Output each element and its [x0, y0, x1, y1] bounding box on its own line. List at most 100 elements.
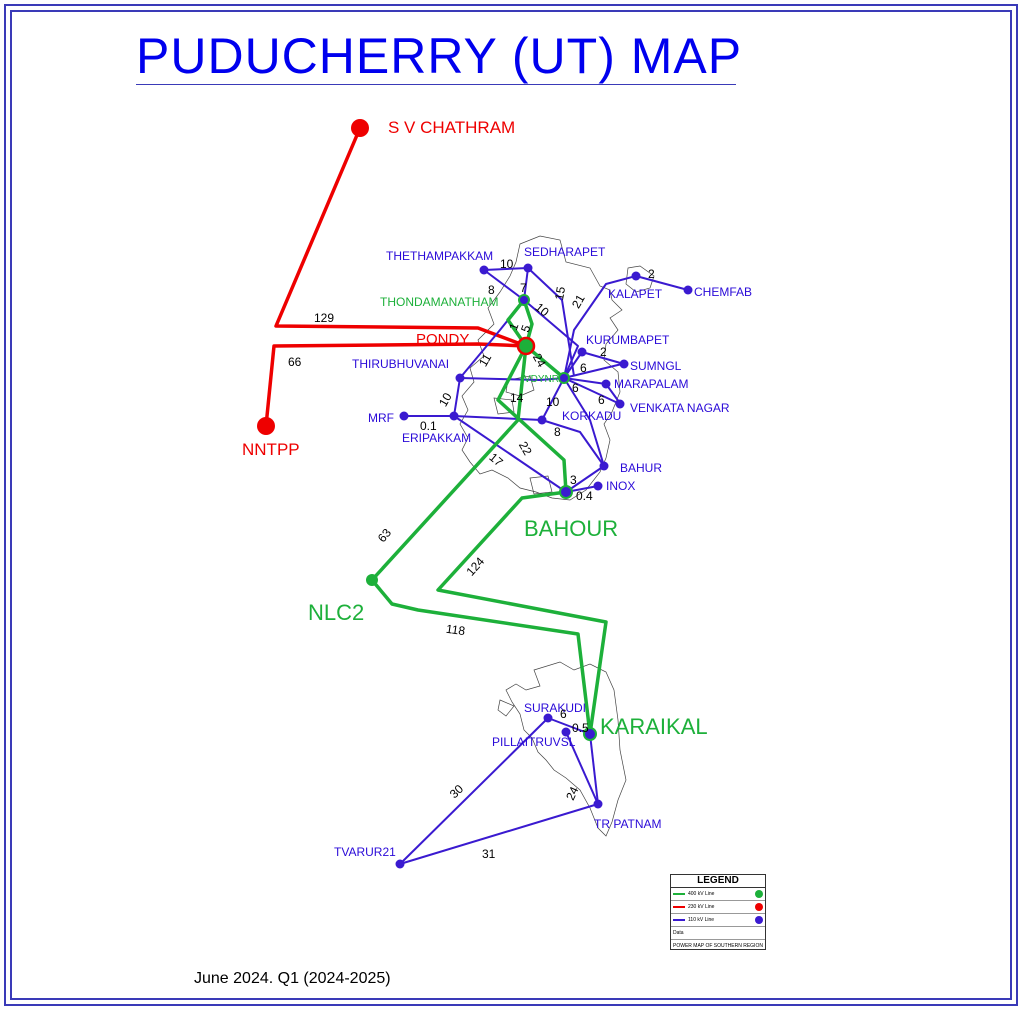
label-eripakkam: ERIPAKKAM — [402, 431, 471, 445]
label-trpatnam: TR PATNAM — [594, 817, 662, 831]
dist-surakudi-karaikal: 6 — [560, 707, 567, 721]
legend-swatch-400kv — [673, 893, 685, 895]
label-nlc2: NLC2 — [308, 600, 364, 625]
station-korkadu — [537, 415, 547, 425]
station-tvarur21 — [395, 859, 405, 869]
legend-label-data: Data — [673, 930, 684, 936]
line-thond-vdynr — [523, 299, 579, 379]
line-vdynr-korkadu — [541, 377, 565, 421]
title-underline — [136, 84, 736, 85]
label-marapalam: MARAPALAM — [614, 377, 688, 391]
label-thethampakkam: THETHAMPAKKAM — [386, 249, 493, 263]
label-chemfab: CHEMFAB — [694, 285, 752, 299]
station-pondy — [516, 336, 536, 356]
dist-thond-pondy: 10 — [532, 300, 551, 320]
line-pondy-bahour — [496, 345, 568, 493]
legend-swatch-110kv — [673, 919, 685, 921]
label-kurumbapet: KURUMBAPET — [586, 333, 670, 347]
line-tvarur-surakudi — [399, 717, 549, 865]
legend-row-data: Data — [671, 927, 765, 940]
line-thiru-erip — [453, 377, 461, 417]
dist-pondy-thond: 5 — [518, 323, 534, 334]
line-bahour-bahur — [565, 465, 605, 493]
dist-bahour-vdynr: 22 — [516, 439, 535, 458]
line-vdynr-bahur — [563, 377, 605, 467]
dist-sedh-vdynr: 15 — [552, 285, 568, 301]
stations — [257, 119, 693, 869]
station-mrf — [399, 411, 409, 421]
dist-k14: 14 — [510, 391, 524, 405]
pondy-enclave — [505, 375, 535, 397]
dist-pillai-karaikal: 0.5 — [572, 721, 589, 735]
station-thethampakkam — [479, 265, 489, 275]
line-karaikal-trpatnam — [589, 733, 599, 805]
pondy-region-outline — [459, 235, 623, 501]
station-thirubhuvanai — [455, 373, 465, 383]
line-sumngl — [563, 363, 623, 379]
dist-pillai-trpatnam: 24 — [563, 784, 581, 802]
dist-kurum: 2 — [600, 345, 607, 359]
karaikal-enclave — [497, 699, 515, 717]
line-erip-bahour — [453, 415, 567, 493]
outer-frame — [4, 4, 1018, 1006]
dist-marapalam: 6 — [572, 381, 579, 395]
inner-frame — [10, 10, 1012, 1000]
distance-labels: 129 66 63 118 124 30 31 24 6 0.5 10 8 7 … — [288, 257, 655, 861]
legend-row-110kv: 110 kV Line — [671, 914, 765, 927]
pondy-enclave-2 — [493, 397, 515, 415]
line-pillai-trpatnam — [565, 731, 599, 805]
dist-nntpp-pondy: 66 — [288, 355, 302, 369]
station-chemfab — [683, 285, 693, 295]
station-pillaitruvsl — [561, 727, 571, 737]
kalapet-outline — [625, 265, 655, 293]
station-sedharapet — [523, 263, 533, 273]
label-thondamanatham: THONDAMANATHAM — [380, 295, 498, 309]
station-vdynr — [558, 372, 570, 384]
label-tvarur21: TVARUR21 — [334, 845, 396, 859]
dist-sumngl: 6 — [580, 361, 587, 375]
line-nlc2-bahour — [370, 345, 528, 582]
dist-nlc2-karaikal: 118 — [445, 622, 466, 639]
station-surakudi — [543, 713, 553, 723]
dist-pondy-vdynr: 24 — [530, 351, 549, 370]
station-inox — [593, 481, 603, 491]
legend-box: LEGEND 400 kV Line 230 kV Line 110 kV Li… — [670, 874, 766, 950]
dist-thond-sedh: 7 — [520, 281, 527, 295]
dist-theth-thond: 8 — [488, 283, 495, 297]
dist-venkata: 6 — [598, 393, 605, 407]
dist-bahour-bahur: 3 — [570, 473, 577, 487]
station-kalapet — [631, 271, 641, 281]
label-nntpp: NNTPP — [242, 440, 300, 459]
karaikal-region-outline — [505, 661, 627, 837]
line-bahour-karaikal — [436, 490, 608, 735]
dist-vdynr-korkadu: 10 — [546, 395, 560, 409]
dist-thiru-erip: 10 — [436, 390, 455, 409]
station-thondamanatham — [518, 294, 530, 306]
line-nntpp-pondy — [264, 342, 527, 427]
dist-mrf-erip: 0.1 — [420, 419, 437, 433]
legend-row-230kv: 230 kV Line — [671, 901, 765, 914]
label-pondy: PONDY — [416, 331, 469, 348]
dist-thiru-pondy: 11 — [476, 351, 495, 369]
label-venkata-nagar: VENKATA NAGAR — [630, 401, 730, 415]
label-bahour: BAHOUR — [524, 516, 618, 541]
line-thiru-vdynr — [459, 377, 565, 381]
station-sv-chathram — [351, 119, 369, 137]
line-kalapet-vdynr — [563, 275, 637, 379]
legend-swatch-230kv — [673, 906, 685, 908]
bahour-enclave — [529, 475, 553, 495]
lines-230kv — [264, 127, 527, 427]
station-venkata-nagar — [615, 399, 625, 409]
station-nntpp — [257, 417, 275, 435]
label-bahur: BAHUR — [620, 461, 662, 475]
label-korkadu: KORKADU — [562, 409, 621, 423]
line-surakudi-karaikal — [547, 717, 591, 735]
legend-footer: POWER MAP OF SOUTHERN REGION — [673, 943, 763, 949]
label-sv-chathram: S V CHATHRAM — [388, 118, 515, 137]
station-karaikal — [583, 727, 597, 741]
label-pillaitruvsl: PILLAITRUVSL — [492, 735, 576, 749]
line-svc-pondy — [274, 127, 527, 348]
line-erip-korkadu — [453, 415, 543, 421]
dist-tvarur-trpatnam: 31 — [482, 847, 496, 861]
